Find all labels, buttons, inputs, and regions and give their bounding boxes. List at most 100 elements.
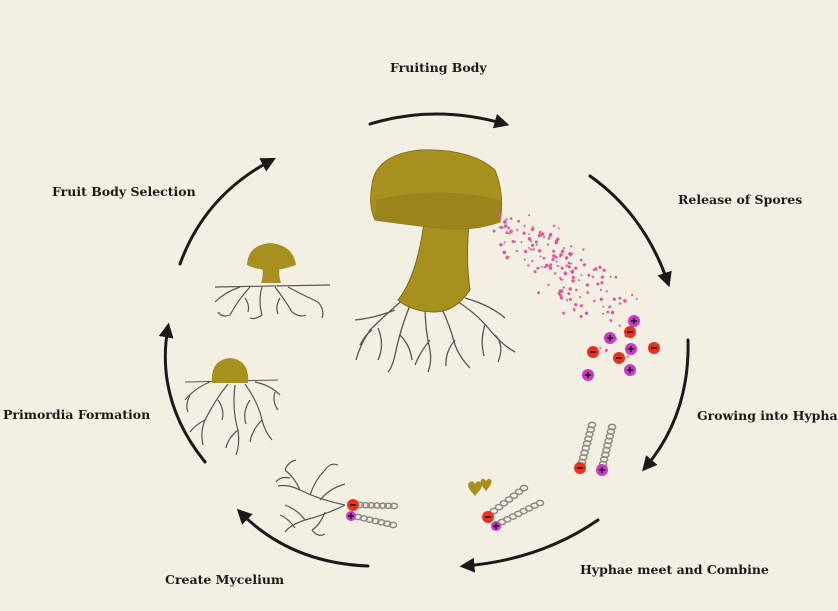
spore-dot [547,237,551,240]
spore-dot [609,319,613,322]
spore-dot [579,296,581,299]
negative-spore [347,499,359,511]
positive-spore [582,369,594,381]
spore-dot [514,240,516,243]
spore-dot [572,307,575,310]
negative-spore [587,346,599,358]
hypha-cell [494,503,504,511]
spore-dot [523,225,526,228]
arrow-fruiting-to-release [368,112,510,129]
hypha-cell [519,484,529,492]
heart-icon [468,481,482,496]
spore-dot [609,275,612,278]
spore-dot [552,254,556,258]
spore-dot [560,266,564,270]
spore-dot [499,243,503,247]
spore-dot [551,257,555,262]
fruiting-body-roots [354,297,516,373]
hypha-cell [372,502,382,509]
hypha-chain [497,499,545,526]
spore-dot [500,225,503,229]
spore-dot [531,226,534,229]
spore-dot [612,297,616,301]
spore-dot [565,299,569,302]
spore-dot [573,309,576,312]
spore-dot [549,263,553,267]
spore-dot [556,237,560,241]
spore-dot [577,279,580,282]
primordia-knob [211,358,249,383]
spore-dot [516,228,519,231]
spore-dot [527,247,530,249]
spore-dot [503,224,508,228]
spore-dot [508,232,511,235]
spore-dot [570,252,573,256]
stage-label-create-mycelium: Create Mycelium [165,572,285,587]
spore-dot [505,255,510,260]
spore-dot [579,315,583,318]
fruiting-body-mushroom [354,149,516,373]
negative-spore [624,326,636,338]
mycelium-network [275,459,346,536]
spore-dot [529,240,532,243]
spore-dot [564,272,568,276]
spore-dot [592,268,595,271]
spore-dot [492,229,496,233]
positive-spore [491,521,501,531]
heart-icon [480,478,492,491]
spore-dot [532,248,535,251]
spore-dot [610,310,615,315]
spore-dot [582,263,587,267]
hyphae-growing [574,421,617,476]
arrow-hyphae-to-combine [459,518,600,573]
arrow-spores-to-hyphae [642,338,690,472]
spore-dot [555,260,558,263]
spore-dot [599,297,603,301]
fruiting-body-cap-rim [375,192,501,230]
spore-dot [602,305,605,308]
fruiting-body-stem [397,214,471,313]
primordia-roots [184,381,281,456]
hyphae-combine [468,478,545,531]
spore-dot [562,311,565,315]
spore-dot [559,278,562,281]
positive-spore [604,332,616,344]
spore-dot [593,299,596,303]
spore-dot [527,237,532,241]
spore-dot [542,257,546,260]
spore-dot [561,278,564,281]
positive-spore [625,343,637,355]
spore-dot [600,275,605,279]
positive-spore [346,511,356,521]
arrow-combine-to-mycelium [236,508,370,568]
spore-dot [560,249,565,254]
spore-dot [570,245,573,248]
spore-dot [591,275,595,278]
spore-dot [608,305,612,309]
negative-spore [482,511,494,523]
spore-dot [542,235,546,238]
spore-dot [570,262,573,265]
spore-dot [503,219,506,222]
hypha-cell [378,502,388,510]
hypha-chain [353,513,398,529]
spore-dot [605,290,608,293]
hypha-cell [365,516,375,524]
spore-dot [600,281,604,285]
spore-dot [528,214,531,217]
hypha-chain [355,501,399,510]
spore-dot [527,264,530,267]
hypha-cell [514,488,524,496]
spore-dot [498,213,501,217]
spore-dot [618,302,622,305]
hypha-cell [504,496,514,503]
spore-dot [523,258,526,261]
spore-dot [635,297,638,300]
spore-dot [614,275,618,279]
spore-dot [574,266,578,270]
spore-dot [541,232,545,236]
spore-dot [503,241,506,244]
charged-spores [582,315,660,381]
spore-dot [585,283,589,287]
hypha-cell [535,499,545,507]
